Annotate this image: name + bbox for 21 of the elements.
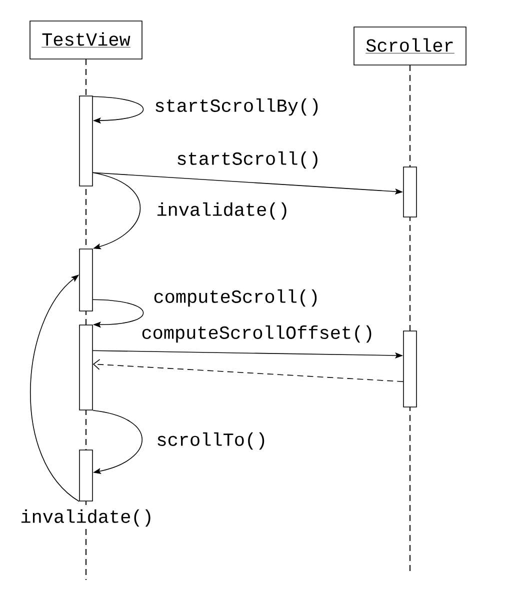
activation-bar [79,324,93,410]
curved-arrow [92,299,144,328]
activation-bar [403,166,417,218]
curved-arrow [92,172,141,250]
activation-bar [79,248,93,312]
object-box: Scroller [354,26,466,66]
edge-label: invalidate() [155,201,290,221]
activation-bar [403,330,417,408]
object-box: TestView [30,20,142,60]
edge-label: computeScroll() [152,288,321,308]
activation-bar [79,96,93,186]
activation-bar [79,450,93,502]
edge-label: startScroll() [175,150,322,170]
edge-label: invalidate() [19,508,154,528]
edge-label: scrollTo() [155,431,268,451]
edge-label: startScrollBy() [153,97,322,117]
dashed-arrow [92,359,404,382]
curved-arrow [92,410,143,474]
edge-label: computeScrollOffset() [140,324,376,344]
curved-arrow [92,96,144,124]
curved-arrow [30,274,80,502]
